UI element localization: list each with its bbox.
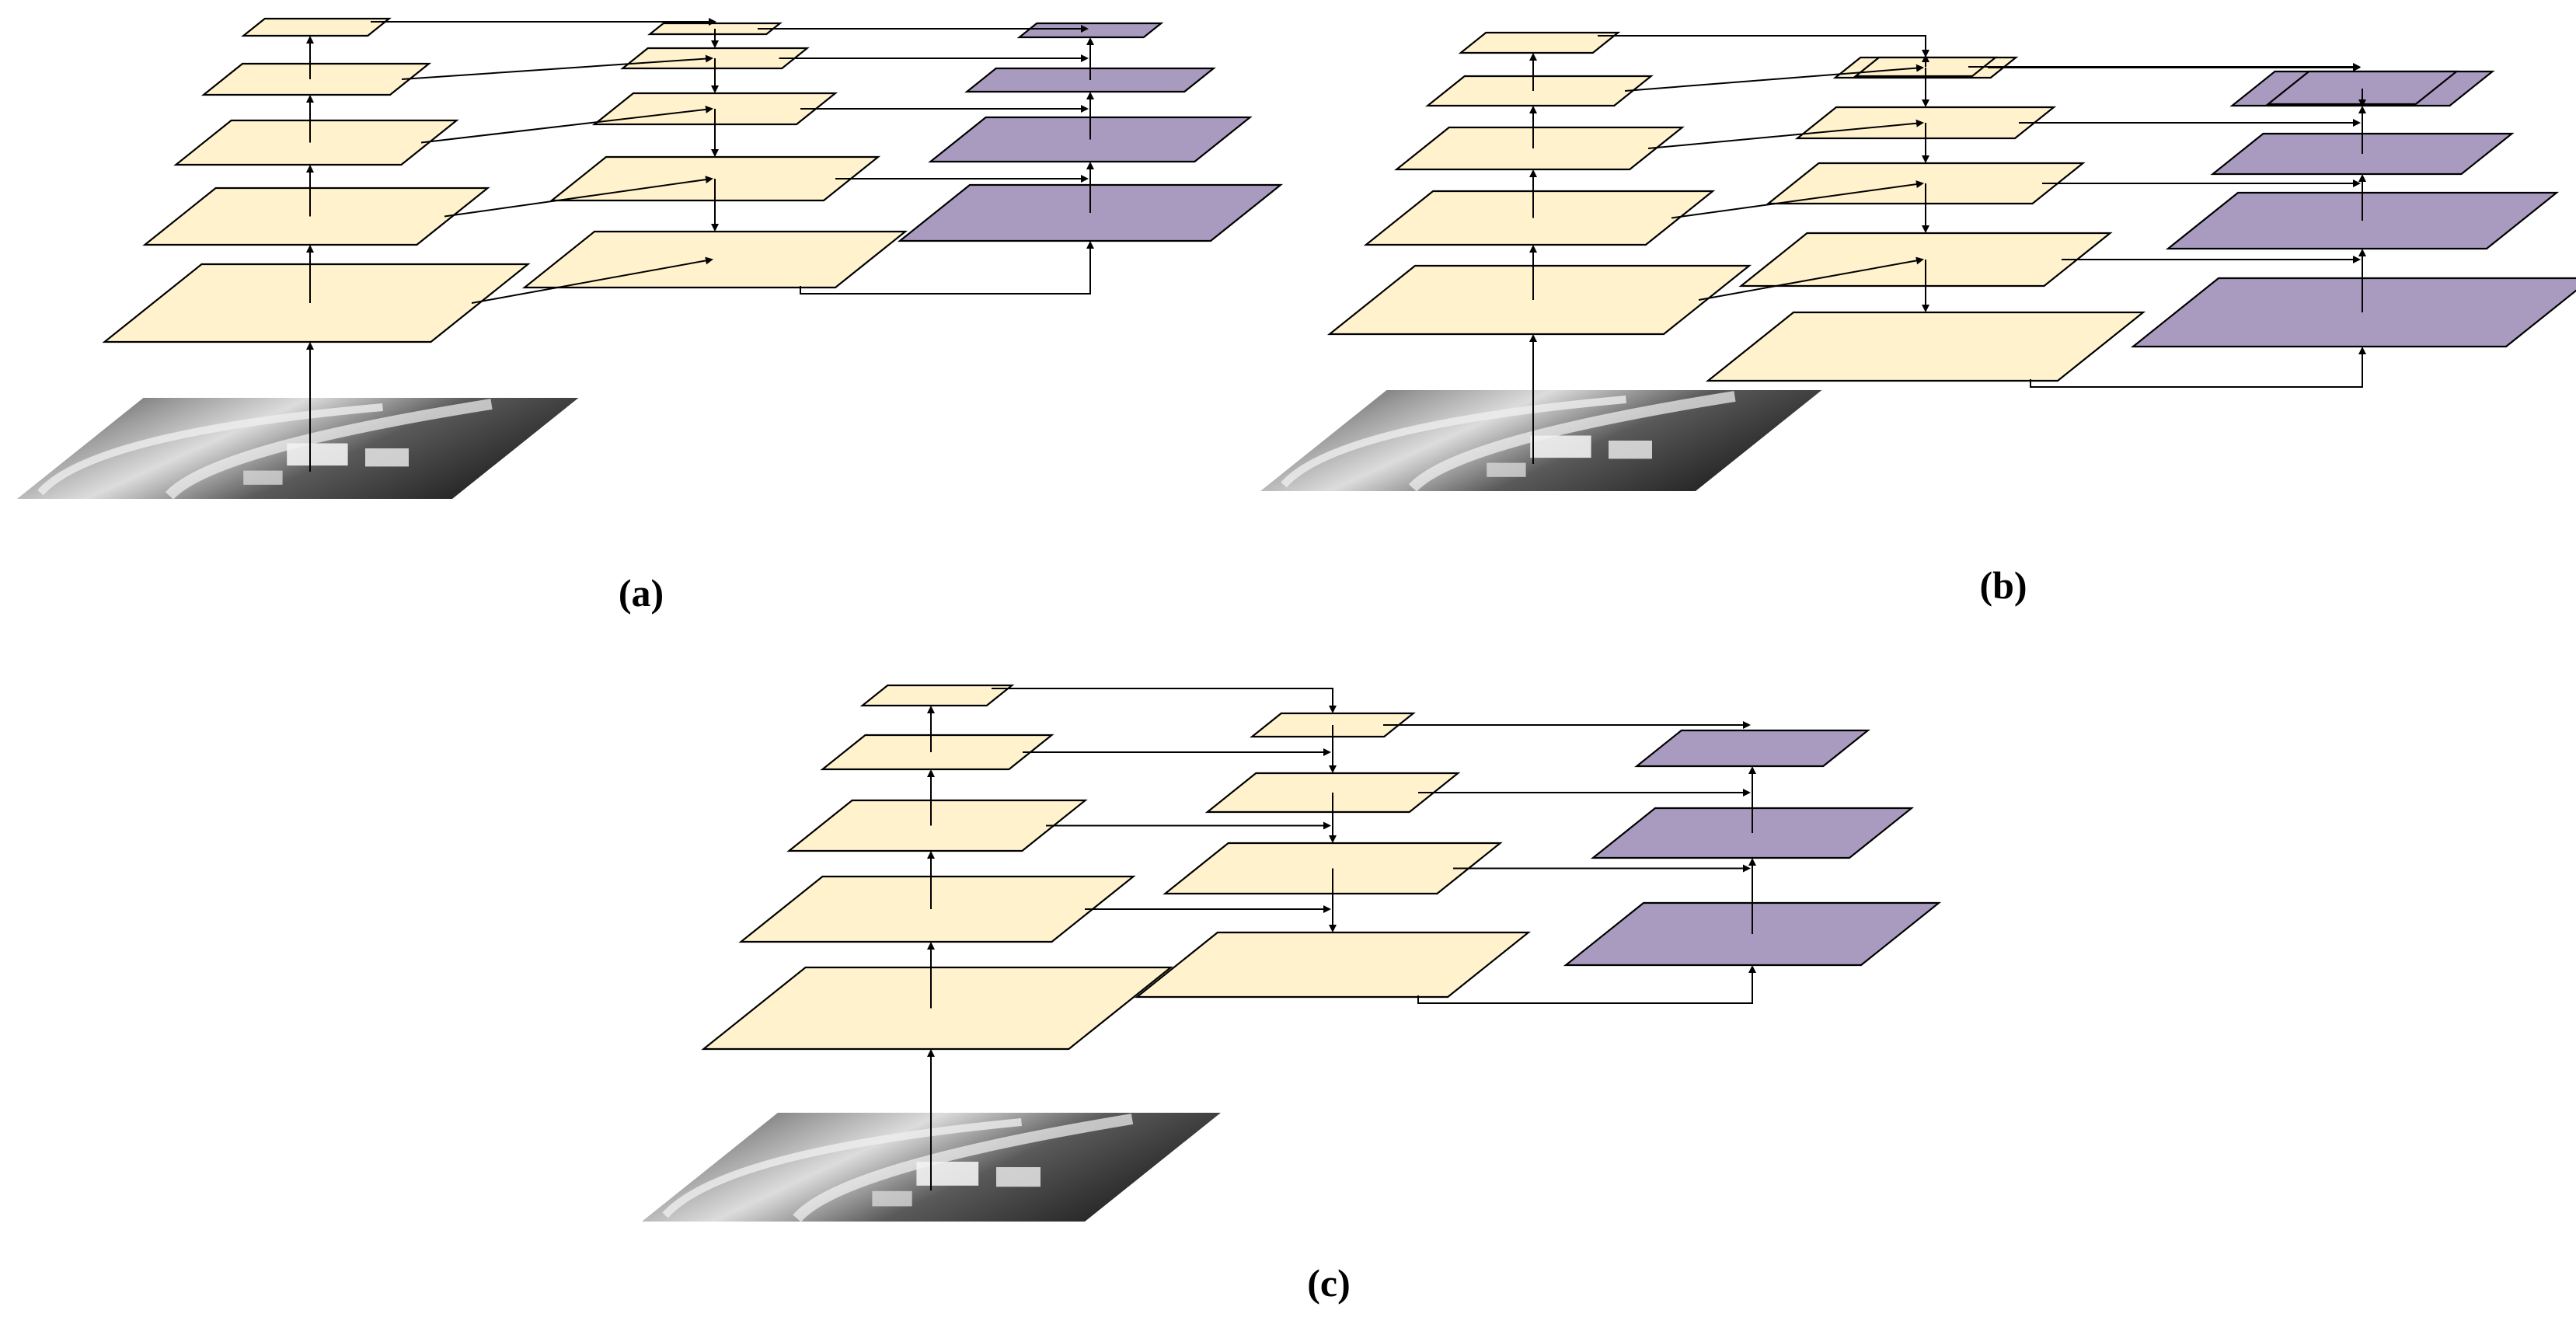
- panel-a-output-level-4: [1016, 22, 1164, 39]
- panel-a-backbone-level-1: [102, 263, 531, 343]
- panel-a-backbone-level-5: [241, 17, 392, 37]
- panel-c-backbone-level-2: [738, 875, 1136, 943]
- panel-c-topdown-level-1: [1134, 931, 1532, 999]
- panel-a: [17, 17, 1284, 500]
- panel-c-backbone-level-4: [820, 734, 1054, 771]
- panel-b-backbone-level-5: [1458, 31, 1621, 54]
- panel-b-backbone-level-3: [1394, 126, 1685, 171]
- panel-b-lateral-2: [1624, 64, 1924, 92]
- panel-b-input-image: [1260, 390, 1822, 492]
- panel-b-lateral-5: [1698, 256, 1924, 301]
- panel-b-lateral-4: [1671, 180, 1924, 219]
- panel-b: [1260, 31, 2576, 492]
- panel-b-output-level-5: [2265, 70, 2459, 106]
- panel-b-lateral-1: [1598, 35, 1929, 58]
- panel-a-label: (a): [619, 571, 664, 615]
- panel-a-backbone-level-2: [142, 186, 490, 246]
- panel-b-backbone-level-2: [1363, 190, 1716, 246]
- panel-c-lateral-1: [992, 688, 1337, 713]
- panel-b-topdown-level-1: [1705, 311, 2146, 382]
- panel-b-output-level-1: [2130, 277, 2576, 348]
- panel-c-label: (c): [1307, 1261, 1351, 1305]
- panel-c-output-link-bottom: [1417, 965, 1756, 1004]
- panel-a-lateral-4: [444, 176, 713, 218]
- panel-c-output-level-3: [1634, 729, 1870, 768]
- panel-c: [642, 684, 1942, 1222]
- panel-b-backbone-level-1: [1326, 264, 1752, 336]
- panel-a-lateral-2: [401, 54, 713, 80]
- panel-a-topdown-level-1: [521, 230, 908, 289]
- panel-a-backbone-level-3: [173, 119, 459, 166]
- panel-c-backbone-level-5: [859, 684, 1015, 707]
- panel-a-backbone-level-4: [200, 62, 432, 96]
- panel-b-label: (b): [1979, 563, 2027, 607]
- panel-a-input-image: [17, 398, 579, 500]
- panel-a-lateral-5: [471, 256, 713, 304]
- panel-b-backbone-level-4: [1425, 75, 1654, 107]
- panel-b-lateral-3: [1647, 119, 1924, 149]
- panel-b-output-link-bottom: [2030, 347, 2366, 388]
- panel-c-backbone-level-3: [786, 799, 1088, 852]
- panel-a-output-link-bottom: [800, 241, 1094, 295]
- panel-c-backbone-level-1: [701, 966, 1173, 1051]
- panel-a-lateral-3: [420, 105, 713, 144]
